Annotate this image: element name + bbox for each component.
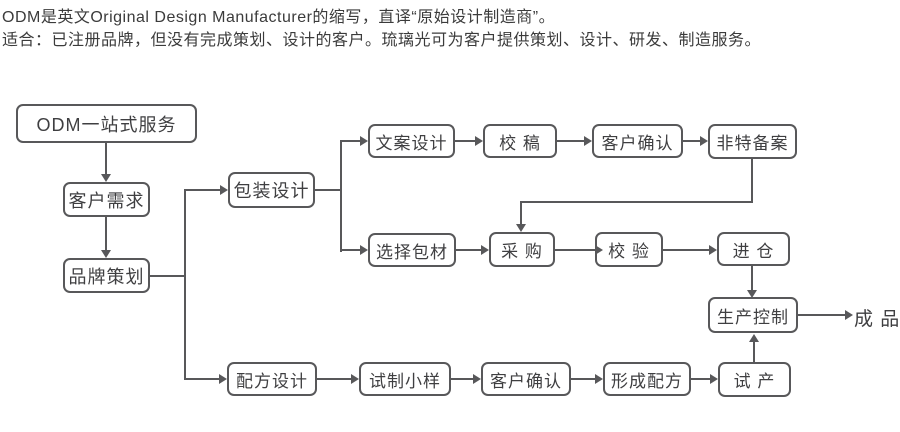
node-verification: 校 验 (595, 232, 663, 267)
connector-line (557, 140, 584, 142)
connector-line (751, 266, 753, 290)
connector-line (184, 189, 220, 191)
node-trial-sample: 试制小样 (359, 362, 451, 396)
connector-line (184, 189, 186, 380)
connector-line (520, 201, 753, 203)
node-warehousing: 进 仓 (717, 232, 790, 266)
arrowhead-down (101, 250, 111, 258)
arrowhead-right (595, 245, 603, 255)
header-line-2: 适合：已注册品牌，但没有完成策划、设计的客户。琉璃光可为客户提供策划、设计、研发… (2, 32, 762, 49)
arrowhead-right (351, 374, 359, 384)
connector-line (753, 342, 755, 362)
connector-line (150, 275, 186, 277)
node-proofreading: 校 稿 (483, 124, 557, 158)
connector-line (315, 189, 342, 191)
connector-line (184, 378, 219, 380)
arrowhead-right (481, 245, 489, 255)
node-customer-needs: 客户需求 (63, 182, 150, 217)
header-line-1: ODM是英文Original Design Manufacturer的缩写，直译… (2, 9, 556, 26)
connector-line (317, 378, 351, 380)
node-formula-design: 配方设计 (227, 362, 317, 396)
connector-line (555, 249, 595, 251)
arrowhead-right (584, 136, 592, 146)
node-packaging-design: 包装设计 (228, 172, 315, 208)
arrowhead-right (360, 245, 368, 255)
connector-line (571, 378, 595, 380)
connector-line (105, 217, 107, 250)
arrowhead-right (360, 136, 368, 146)
connector-line (451, 378, 473, 380)
connector-line (663, 249, 709, 251)
arrowhead-right (475, 136, 483, 146)
node-trial-production: 试 产 (718, 362, 791, 397)
node-client-confirm-top: 客户确认 (592, 124, 683, 158)
node-non-special-filing: 非特备案 (708, 124, 797, 159)
connector-line (105, 143, 107, 174)
connector-line (691, 378, 710, 380)
connector-line (520, 201, 522, 224)
arrowhead-right (710, 374, 718, 384)
arrowhead-up (749, 334, 759, 342)
node-copy-design: 文案设计 (368, 124, 455, 158)
arrowhead-right (845, 310, 853, 320)
arrowhead-right (709, 245, 717, 255)
connector-line (798, 314, 845, 316)
arrowhead-down (101, 174, 111, 182)
arrowhead-right (595, 374, 603, 384)
connector-line (340, 140, 360, 142)
connector-line (456, 249, 481, 251)
node-client-confirm-bottom: 客户确认 (481, 362, 571, 396)
connector-line (683, 140, 700, 142)
node-formula-finalize: 形成配方 (603, 362, 691, 396)
arrowhead-right (220, 185, 228, 195)
connector-line (340, 140, 342, 252)
arrowhead-right (219, 374, 227, 384)
connector-line (751, 159, 753, 203)
node-odm-service: ODM一站式服务 (16, 104, 197, 143)
header-text: ODM是英文Original Design Manufacturer的缩写，直译… (2, 6, 761, 52)
arrowhead-down (747, 290, 757, 298)
label-finished-product: 成 品 (854, 309, 900, 330)
arrowhead-down (516, 224, 526, 232)
connector-line (340, 249, 360, 251)
node-brand-planning: 品牌策划 (63, 258, 150, 293)
node-production-control: 生产控制 (708, 297, 798, 333)
arrowhead-right (700, 136, 708, 146)
node-select-packaging: 选择包材 (368, 233, 456, 267)
arrowhead-right (473, 374, 481, 384)
node-purchasing: 采 购 (489, 232, 555, 267)
connector-line (455, 140, 475, 142)
